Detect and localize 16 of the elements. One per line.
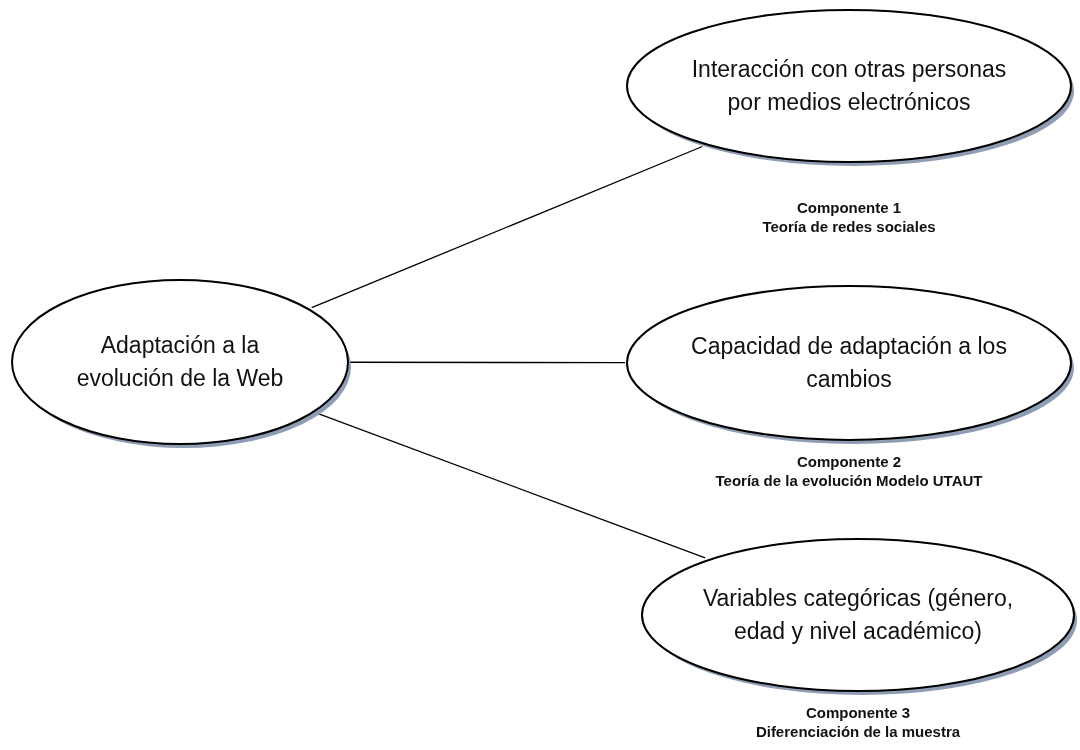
node-text: Interacción con otras personas por medios electrónicos (690, 55, 1008, 117)
ellipse-node (625, 282, 1073, 444)
node-text: Capacidad de adaptación a los cambios (690, 332, 1008, 394)
component-caption: Componente 2 (796, 452, 902, 471)
component-caption: Teoría de redes sociales (762, 217, 936, 236)
node-text: Variables categóricas (género, edad y nivel académico) (701, 584, 1015, 646)
connector-line (311, 145, 704, 309)
component-caption: Componente 3 (805, 703, 911, 722)
connector-line (349, 361, 626, 364)
component-caption: Diferenciación de la muestra (755, 722, 961, 741)
component-caption: Teoría de la evolución Modelo UTAUT (715, 471, 983, 490)
ellipse-node (640, 535, 1076, 695)
ellipse-node (10, 276, 350, 448)
component-caption: Componente 1 (796, 198, 902, 217)
node-text: Adaptación a la evolución de la Web (75, 331, 285, 393)
ellipse-node (625, 6, 1073, 166)
